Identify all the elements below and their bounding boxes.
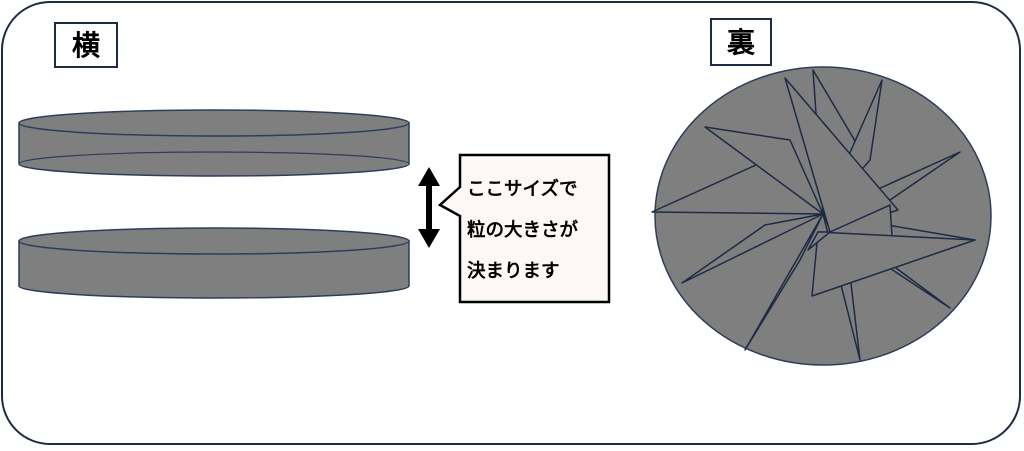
back-view-label-box [710,18,772,66]
fold-inner [811,231,976,297]
side-view-label: 横 [54,22,118,68]
back-view-disc [651,66,992,366]
gap-size-arrow-head-up [418,167,440,186]
fold-petal [681,213,824,284]
size-callout: ここサイズで 粒の大きさが 決まります [437,153,611,304]
side-view-label-text: 横 [72,29,100,62]
size-callout-line-1: ここサイズで [467,178,577,200]
fold-petal [704,126,824,215]
fold-inner [807,231,831,251]
fold-petal [744,213,824,351]
size-callout-line-3: 決まります [467,260,560,282]
upper-disc-top [18,109,410,137]
back-view-label-text: 裏 [727,26,756,59]
size-callout-box [437,153,611,304]
upper-disc [18,109,410,177]
lower-disc [18,227,410,299]
lower-disc-top [18,227,410,255]
gap-size-arrow-head-down [418,229,440,248]
lower-disc-body [18,240,410,299]
size-callout-line-2: 粒の大きさが [467,219,579,241]
upper-disc-body [18,122,410,177]
back-view-label: 裏 [710,18,772,66]
back-view-fold-lines [651,69,976,361]
upper-disc-inner-rim [18,151,410,165]
side-view-label-box [54,22,118,68]
gap-size-arrow [418,167,440,248]
